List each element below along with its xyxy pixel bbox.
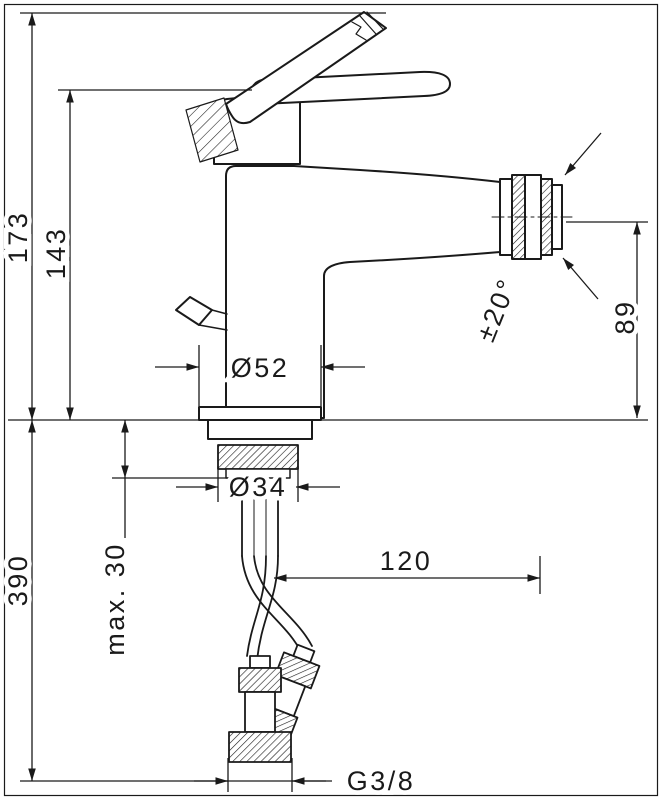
swivel-angle-label: ±20°	[470, 274, 522, 346]
dim-d34-label: Ø34	[229, 472, 288, 502]
swivel-arrow-lower	[562, 257, 599, 300]
thread-label: G3/8	[347, 766, 416, 796]
dim-143-label: 143	[41, 227, 71, 280]
aerator	[491, 174, 573, 260]
body-and-spout	[225, 165, 501, 419]
base-block	[207, 419, 313, 440]
dim-173-label: 173	[3, 211, 33, 264]
handle-base-section	[185, 97, 239, 163]
dimension-labels: 173 143 390 max. 30 Ø52 Ø34 120 89 ±20° …	[0, 206, 645, 800]
drain-lever	[175, 296, 228, 331]
hose-connector-bottom	[228, 655, 292, 763]
mounting-nut	[217, 444, 299, 470]
shank	[241, 477, 279, 557]
drawing-border	[3, 3, 659, 797]
handle-raised-position	[225, 11, 387, 125]
escutcheon	[198, 406, 322, 421]
swivel-arrow-upper	[564, 132, 602, 176]
dim-390-label: 390	[3, 554, 33, 607]
dim-89-label: 89	[610, 299, 640, 334]
dim-d52-label: Ø52	[231, 353, 290, 383]
supply-hoses	[241, 555, 313, 661]
handle-break-hatch	[351, 11, 384, 41]
dim-120-label: 120	[380, 546, 433, 576]
dim-max30-label: max. 30	[100, 542, 130, 656]
washer	[225, 468, 291, 479]
faucet-outline	[175, 11, 573, 763]
dimension-lines	[8, 12, 648, 792]
